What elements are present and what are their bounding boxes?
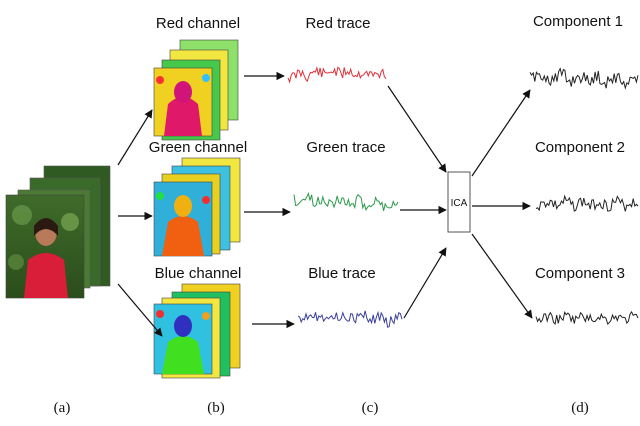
blue-trace-signal bbox=[297, 310, 403, 328]
caption-d: (d) bbox=[571, 400, 589, 416]
green-channel-label: Green channel bbox=[149, 139, 247, 156]
green-channel-frames bbox=[153, 157, 241, 257]
component-1-label: Component 1 bbox=[533, 13, 623, 30]
arrow-red-to-ica bbox=[387, 85, 447, 173]
caption-a: (a) bbox=[54, 400, 71, 416]
component-3-label: Component 3 bbox=[535, 265, 625, 282]
blue-channel-frames bbox=[153, 283, 241, 379]
red-trace-label: Red trace bbox=[305, 15, 370, 32]
component-3-signal bbox=[535, 310, 639, 326]
caption-c: (c) bbox=[362, 400, 379, 416]
caption-b: (b) bbox=[207, 400, 225, 416]
green-trace-signal bbox=[293, 191, 399, 212]
component-2-label: Component 2 bbox=[535, 139, 625, 156]
component-1-signal bbox=[529, 67, 639, 90]
red-channel-label: Red channel bbox=[156, 15, 240, 32]
arrow-blue-to-ica bbox=[403, 247, 447, 319]
arrow-ica-to-component-1 bbox=[471, 89, 531, 177]
red-trace-signal bbox=[287, 66, 387, 84]
component-2-signal bbox=[535, 194, 639, 212]
arrow-a-to-blue bbox=[117, 283, 163, 337]
input-video-frames bbox=[5, 165, 111, 299]
face-image bbox=[5, 194, 85, 299]
ica-box bbox=[447, 171, 471, 233]
red-channel-frames bbox=[153, 39, 239, 141]
arrow-ica-to-component-3 bbox=[471, 233, 533, 319]
blue-channel-label: Blue channel bbox=[155, 265, 242, 282]
green-trace-label: Green trace bbox=[306, 139, 385, 156]
arrow-a-to-red bbox=[117, 109, 153, 166]
ica-label: ICA bbox=[451, 198, 468, 209]
blue-trace-label: Blue trace bbox=[308, 265, 376, 282]
